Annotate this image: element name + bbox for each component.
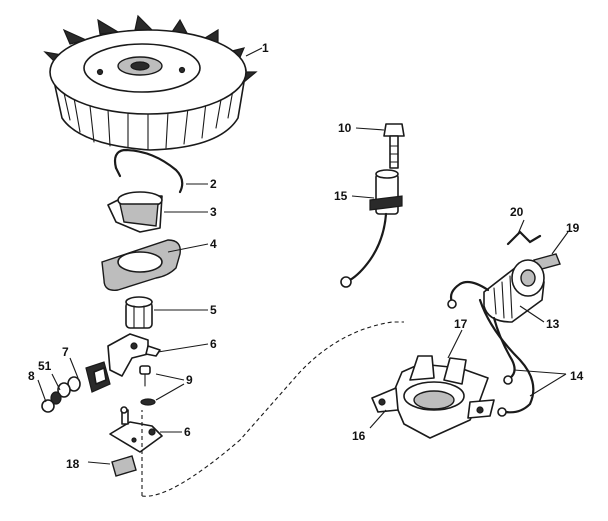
mount-bracket <box>107 333 161 377</box>
callout-7: 7 <box>62 345 69 359</box>
base-plate <box>109 406 163 453</box>
washer-set <box>41 376 81 413</box>
callout-13: 13 <box>546 317 560 331</box>
callout-6-lower: 6 <box>184 425 191 439</box>
callout-19: 19 <box>566 221 580 235</box>
screw <box>139 365 156 406</box>
callout-16: 16 <box>352 429 366 443</box>
bushing <box>125 296 153 329</box>
assembly-path <box>141 321 404 497</box>
spring-clip <box>113 148 184 194</box>
callout-20: 20 <box>510 205 524 219</box>
callout-18: 18 <box>66 457 80 471</box>
callout-8: 8 <box>28 369 35 383</box>
callout-9: 9 <box>186 373 193 387</box>
callout-5: 5 <box>210 303 217 317</box>
flywheel <box>43 14 258 151</box>
bolt <box>383 123 405 169</box>
callout-labels: 1 2 3 4 5 6 9 6 18 7 51 8 10 15 20 19 13… <box>28 41 584 471</box>
callout-10: 10 <box>338 121 352 135</box>
callout-17: 17 <box>454 317 468 331</box>
callout-51: 51 <box>38 359 52 373</box>
point-set <box>85 361 111 393</box>
callout-14: 14 <box>570 369 584 383</box>
callout-3: 3 <box>210 205 217 219</box>
condenser <box>340 169 403 288</box>
ignition-coil <box>447 259 545 323</box>
leader-lines <box>37 47 569 465</box>
callout-15: 15 <box>334 189 348 203</box>
callout-2: 2 <box>210 177 217 191</box>
lead-wires <box>478 298 535 417</box>
felt-pad <box>111 455 137 477</box>
spring-wire <box>506 230 542 246</box>
gasket-plate <box>101 239 181 291</box>
stator-housing <box>371 355 495 439</box>
callout-1: 1 <box>262 41 269 55</box>
callout-4: 4 <box>210 237 217 251</box>
callout-6-upper: 6 <box>210 337 217 351</box>
cup-cover <box>107 191 163 233</box>
